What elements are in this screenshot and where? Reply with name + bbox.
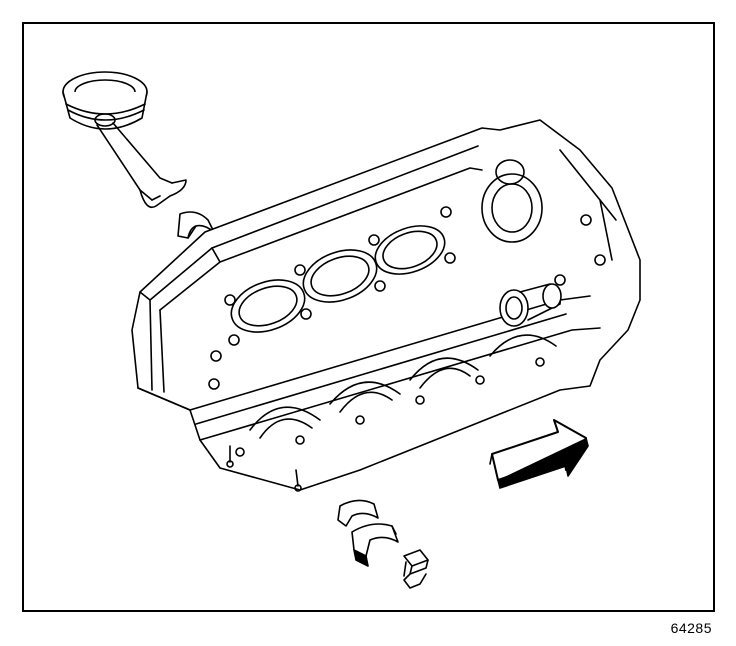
front-direction-arrow <box>489 419 589 489</box>
engine-block <box>131 119 641 492</box>
lower-bearing-shells <box>337 499 399 567</box>
rod-cap-bolt <box>403 549 429 589</box>
piston-assembly <box>62 71 187 209</box>
figure-id-label: 64285 <box>670 620 712 636</box>
